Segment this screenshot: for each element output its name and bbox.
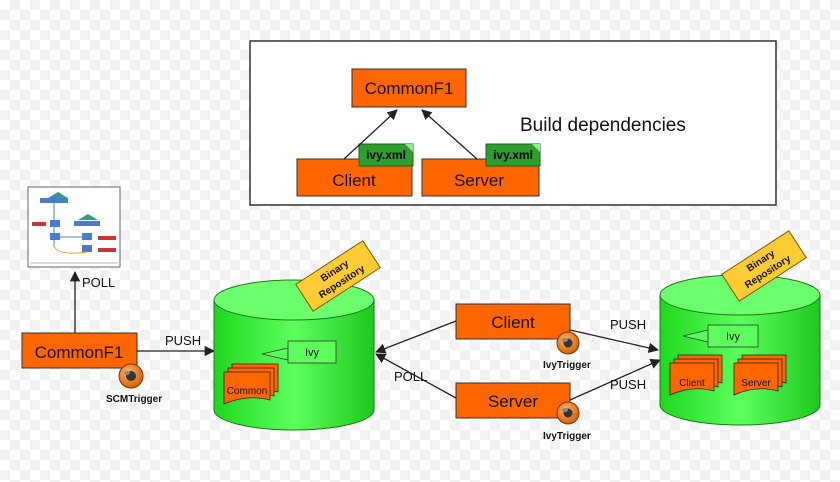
dep-commonf1-box: CommonF1 <box>351 68 467 108</box>
artifact-stack-server: Server <box>733 354 787 396</box>
dep-client-box: Client ivy.xml <box>296 143 414 197</box>
build-dependencies-title: Build dependencies <box>520 115 686 136</box>
push-label-client: PUSH <box>610 317 646 332</box>
dep-server-ivy-label: ivy.xml <box>493 148 533 162</box>
ivy-trigger-icon <box>556 401 580 425</box>
commonf1-node: CommonF1 <box>21 332 138 369</box>
push-label-left: PUSH <box>165 333 201 348</box>
scm-trigger-icon <box>118 363 144 389</box>
build-dependencies-panel: Build dependencies CommonF1 Client ivy.x… <box>249 40 777 206</box>
ivy-trigger-label-client: IvyTrigger <box>543 360 591 371</box>
poll-arrow-client <box>375 320 457 354</box>
push-arrow-client <box>569 329 660 353</box>
commonf1-node-label: CommonF1 <box>35 343 124 362</box>
jenkins-pipeline-thumbnail <box>27 186 121 268</box>
dep-client-label: Client <box>332 171 376 190</box>
client-node-label: Client <box>491 313 535 332</box>
push-label-server: PUSH <box>610 377 646 392</box>
server-node-label: Server <box>488 392 538 411</box>
dep-arrow-server <box>421 109 478 160</box>
ivy-trigger-icon <box>556 331 580 355</box>
ivy-xml-icon <box>358 143 414 167</box>
dep-server-label: Server <box>454 171 504 190</box>
dep-commonf1-label: CommonF1 <box>365 79 454 98</box>
client-node: Client <box>455 303 571 340</box>
binary-repository-left: Binary Repository Ivy Common <box>213 240 381 431</box>
ivy-label-left: Ivy <box>305 347 320 359</box>
artifact-server-label: Server <box>741 378 771 389</box>
ivy-trigger-label-server: IvyTrigger <box>543 431 591 442</box>
poll-arrow-server <box>375 353 457 399</box>
ivy-label-right: Ivy <box>726 331 741 343</box>
dep-client-ivy-label: ivy.xml <box>366 148 406 162</box>
dep-arrow-client <box>343 109 398 160</box>
ivy-callout-left: Ivy <box>261 340 337 364</box>
scm-trigger-label: SCMTrigger <box>106 394 162 405</box>
artifact-stack-client: Client <box>669 354 723 396</box>
server-node: Server <box>455 382 571 419</box>
artifact-stack-common: Common <box>223 363 279 405</box>
binary-repository-right: Binary Repository Ivy Client Server <box>659 230 821 426</box>
poll-label-left: POLL <box>82 275 115 290</box>
artifact-common-label: Common <box>227 386 268 397</box>
artifact-client-label: Client <box>679 378 705 389</box>
poll-label-middle: POLL <box>394 369 427 384</box>
push-arrow-server <box>569 359 661 401</box>
dep-server-box: Server ivy.xml <box>421 143 541 197</box>
ivy-xml-icon <box>485 143 541 167</box>
ivy-callout-right: Ivy <box>682 324 759 348</box>
